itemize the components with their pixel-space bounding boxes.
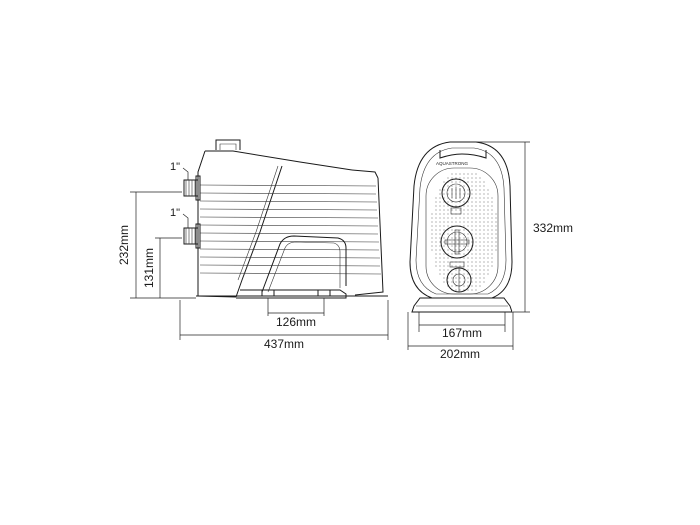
upper-port [183, 175, 201, 201]
svg-text:167mm: 167mm [442, 326, 482, 340]
dim-side-length: 437mm [179, 300, 389, 351]
control-knob [440, 225, 474, 268]
dim-base-width: 167mm [418, 312, 506, 340]
svg-text:126mm: 126mm [276, 315, 316, 329]
dim-side-height: 232mm [117, 191, 196, 299]
dim-port-height: 131mm [142, 237, 182, 298]
svg-text:202mm: 202mm [440, 347, 480, 361]
dim-front-height: 332mm [470, 141, 573, 313]
svg-text:1": 1" [170, 161, 180, 173]
svg-text:232mm: 232mm [117, 225, 131, 265]
lower-port [183, 223, 201, 249]
dim-foot-spacing: 126mm [267, 298, 325, 329]
port-label-upper: 1" [170, 161, 189, 180]
side-ribs [199, 184, 382, 275]
port-label-lower: 1" [170, 207, 189, 228]
front-view-pump: AQUASTRONG [409, 141, 513, 313]
outlet-fitting [446, 267, 472, 293]
brand-label: AQUASTRONG [436, 161, 469, 166]
svg-text:131mm: 131mm [142, 248, 156, 288]
svg-text:1": 1" [170, 207, 180, 219]
dim-front-width: 202mm [407, 312, 514, 361]
front-panel-dots [431, 173, 497, 291]
svg-text:332mm: 332mm [533, 221, 573, 235]
pressure-gauge [441, 178, 471, 215]
side-view-pump [183, 139, 388, 299]
svg-text:437mm: 437mm [264, 337, 304, 351]
